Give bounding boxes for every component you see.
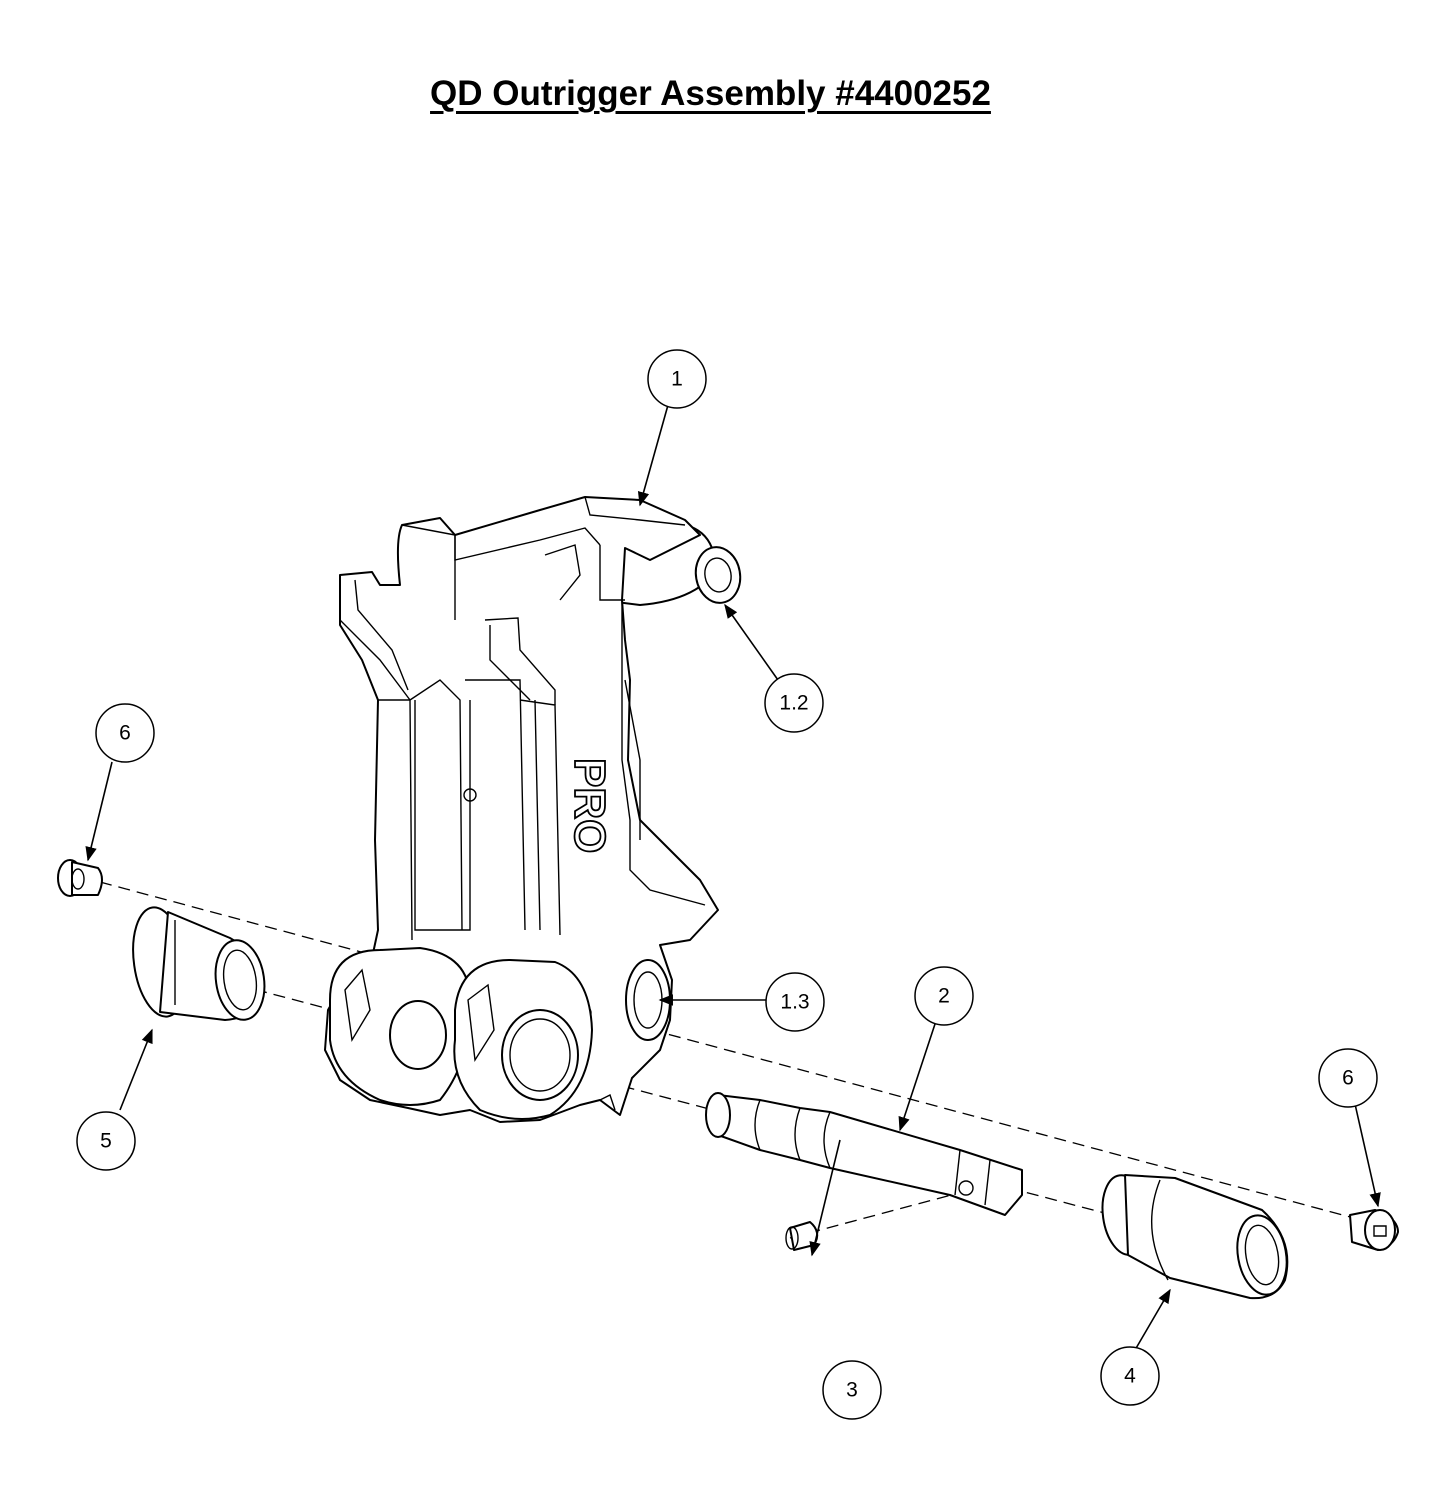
balloon-4: 4 xyxy=(1100,1346,1160,1406)
balloon-1-2-label: 1.2 xyxy=(779,692,808,715)
set-screw-part xyxy=(785,1221,819,1251)
page-title: QD Outrigger Assembly #4400252 xyxy=(430,74,991,113)
balloon-1-2: 1.2 xyxy=(764,673,824,733)
pivot-pin-part xyxy=(705,1092,1023,1216)
flanged-bushing-part xyxy=(132,906,266,1021)
leader-4 xyxy=(1134,1288,1171,1351)
leader-2 xyxy=(898,1023,936,1132)
balloon-5-label: 5 xyxy=(100,1130,112,1153)
leader-1 xyxy=(637,404,669,507)
balloon-4-label: 4 xyxy=(1124,1365,1136,1388)
screw-right-part xyxy=(1349,1209,1399,1251)
leader-3 xyxy=(809,1139,841,1257)
lug-bore-left xyxy=(389,1000,447,1070)
rear-bushing-part xyxy=(694,546,742,604)
balloon-3: 3 xyxy=(822,1360,882,1420)
outrigger-body-part: PRO xyxy=(324,496,742,1123)
balloon-1: 1 xyxy=(647,349,707,409)
balloon-5: 5 xyxy=(76,1111,136,1171)
balloon-1-label: 1 xyxy=(671,368,683,391)
leader-1-2 xyxy=(724,603,779,681)
tapered-bushing-part xyxy=(1101,1174,1289,1300)
leader-lines xyxy=(85,404,1381,1351)
balloon-6-right: 6 xyxy=(1318,1048,1378,1108)
leader-6-right xyxy=(1354,1103,1381,1208)
balloon-2-label: 2 xyxy=(938,985,950,1008)
balloon-6-left: 6 xyxy=(95,703,155,763)
balloon-1-3: 1.3 xyxy=(765,972,825,1032)
balloon-6-left-label: 6 xyxy=(119,722,131,745)
balloon-1-3-label: 1.3 xyxy=(780,991,809,1014)
balloon-2: 2 xyxy=(914,966,974,1026)
balloon-6-right-label: 6 xyxy=(1342,1067,1354,1090)
pro-embossed-text: PRO xyxy=(565,758,614,853)
leader-6-left xyxy=(85,761,113,862)
balloon-3-label: 3 xyxy=(846,1379,858,1402)
screw-left-part xyxy=(57,859,103,897)
leader-5 xyxy=(119,1028,153,1111)
lug-bore-right xyxy=(501,1009,579,1101)
